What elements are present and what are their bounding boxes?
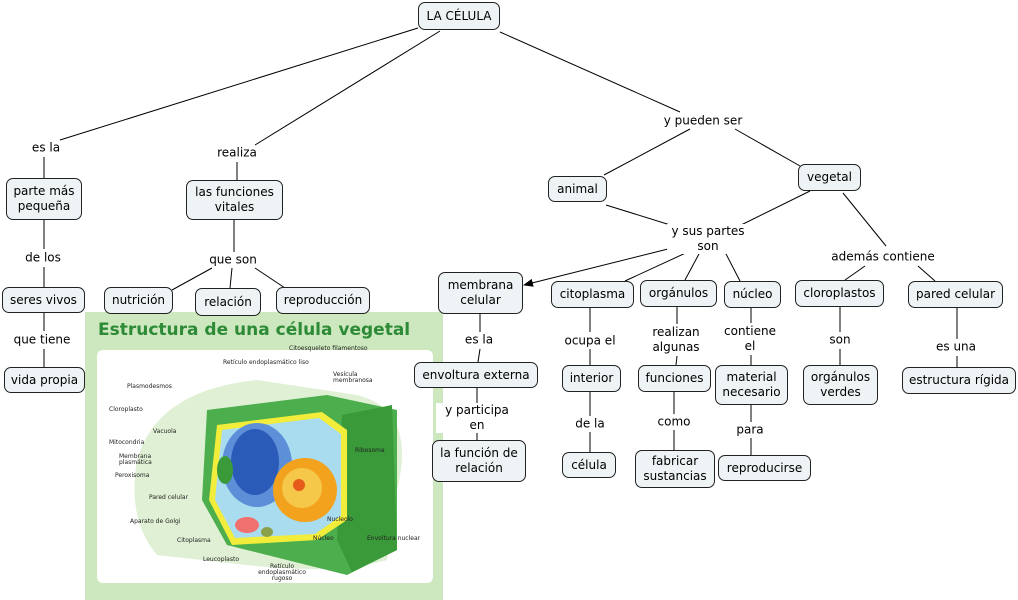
concept-funcion-relacion[interactable]: la función de relación bbox=[432, 440, 526, 482]
link-es-la: es la bbox=[30, 140, 62, 156]
concept-interior[interactable]: interior bbox=[562, 365, 621, 392]
link-de-la: de la bbox=[574, 416, 606, 432]
concept-organulos[interactable]: orgánulos bbox=[640, 280, 717, 307]
label-pared: Pared celular bbox=[149, 494, 189, 501]
label-plasmodesmos: Plasmodesmos bbox=[127, 383, 172, 390]
label-ribosoma: Ribosoma bbox=[355, 447, 385, 454]
link-para: para bbox=[735, 422, 765, 438]
link-es-una: es una bbox=[934, 339, 978, 355]
link-y-pueden-ser: y pueden ser bbox=[662, 113, 744, 129]
link-que-son: que son bbox=[208, 252, 258, 268]
label-cloroplasto: Cloroplasto bbox=[109, 406, 143, 413]
label-vacuola: Vacuola bbox=[153, 428, 177, 435]
label-mitocondria: Mitocondria bbox=[109, 439, 145, 446]
concept-funciones[interactable]: funciones bbox=[638, 365, 711, 392]
concept-fabricar-sustancias[interactable]: fabricar sustancias bbox=[635, 450, 715, 488]
concept-seres-vivos[interactable]: seres vivos bbox=[2, 287, 85, 313]
label-peroxisoma: Peroxisoma bbox=[115, 472, 150, 479]
concept-reproducirse[interactable]: reproducirse bbox=[718, 455, 811, 481]
label-citoesqueleto: Citoesqueleto filamentoso bbox=[289, 345, 368, 352]
concept-nutricion[interactable]: nutrición bbox=[104, 287, 173, 314]
link-que-tiene: que tiene bbox=[12, 332, 72, 348]
label-citoplasma: Citoplasma bbox=[177, 537, 211, 544]
link-es-la-2: es la bbox=[463, 332, 495, 348]
concept-vida-propia[interactable]: vida propia bbox=[4, 367, 85, 393]
concept-funciones-vitales[interactable]: las funciones vitales bbox=[186, 180, 283, 220]
link-ademas-contiene: además contiene bbox=[830, 249, 936, 265]
cell-diagram: Retículo endoplasmático liso Citoesquele… bbox=[97, 346, 433, 583]
concept-cloroplastos[interactable]: cloroplastos bbox=[795, 280, 884, 307]
concept-citoplasma[interactable]: citoplasma bbox=[551, 281, 634, 308]
label-membrana: Membrana plasmática bbox=[119, 453, 152, 466]
cell-image-panel: Estructura de una célula vegetal Retícul… bbox=[85, 312, 443, 600]
concept-estructura-rigida[interactable]: estructura rígida bbox=[902, 367, 1016, 394]
concept-celula[interactable]: célula bbox=[562, 452, 616, 478]
label-nucleo: Núcleo bbox=[313, 535, 334, 542]
concept-pared-celular[interactable]: pared celular bbox=[908, 281, 1003, 308]
label-leucoplasto: Leucoplasto bbox=[203, 556, 240, 563]
concept-organulos-verdes[interactable]: orgánulos verdes bbox=[803, 365, 878, 405]
concept-reproduccion[interactable]: reproducción bbox=[276, 287, 370, 314]
label-golgi: Aparato de Golgi bbox=[130, 518, 181, 525]
label-nucleolo: Nucleolo bbox=[327, 516, 353, 523]
link-contiene-el: contiene el bbox=[719, 324, 781, 354]
concept-membrana-celular[interactable]: membrana celular bbox=[438, 272, 523, 314]
concept-la-celula[interactable]: LA CÉLULA bbox=[418, 2, 500, 30]
link-y-participa-en: y participa en bbox=[436, 403, 518, 433]
link-realizan-algunas: realizan algunas bbox=[644, 325, 708, 355]
link-ocupa-el: ocupa el bbox=[563, 333, 617, 349]
label-vesicula: Vesícula membranosa bbox=[333, 371, 373, 384]
concept-relacion[interactable]: relación bbox=[195, 288, 261, 316]
concept-nucleo[interactable]: núcleo bbox=[724, 281, 781, 308]
label-rel: Retículo endoplasmático liso bbox=[223, 359, 309, 366]
link-realiza: realiza bbox=[216, 145, 258, 161]
concept-material-necesario[interactable]: material necesario bbox=[715, 365, 788, 405]
label-rer: Retículo endoplasmático rugoso bbox=[258, 563, 306, 582]
link-como: como bbox=[656, 414, 692, 430]
label-envoltura: Envoltura nuclear bbox=[367, 535, 421, 542]
concept-parte-mas-pequena[interactable]: parte más pequeña bbox=[6, 178, 82, 220]
concept-vegetal[interactable]: vegetal bbox=[798, 164, 861, 191]
link-son: son bbox=[828, 332, 852, 348]
image-title: Estructura de una célula vegetal bbox=[98, 320, 411, 340]
concept-animal[interactable]: animal bbox=[548, 176, 607, 202]
link-y-sus-partes-son: y sus partes son bbox=[667, 224, 749, 254]
concept-envoltura-externa[interactable]: envoltura externa bbox=[414, 362, 538, 388]
plant-cell-illustration bbox=[134, 380, 402, 575]
link-de-los: de los bbox=[24, 250, 62, 266]
